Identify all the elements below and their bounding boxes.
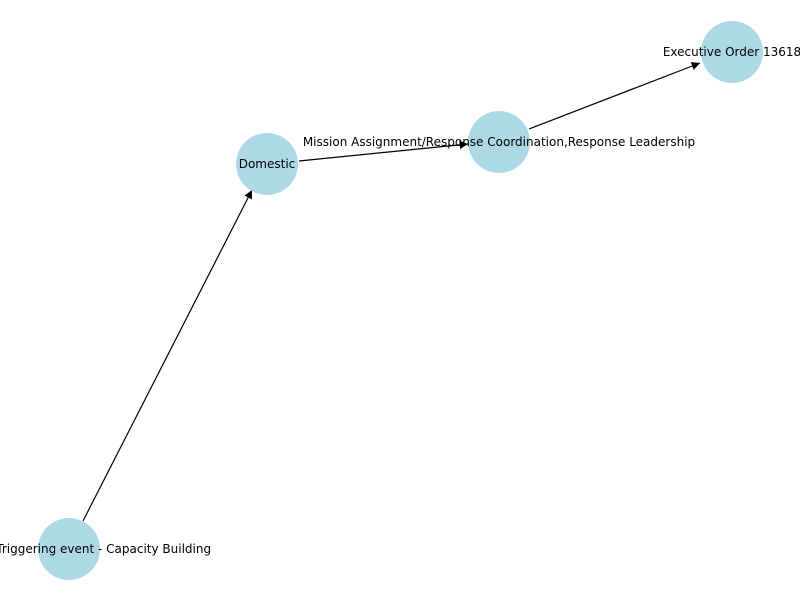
edges-layer: [82, 62, 701, 522]
node-label-executive-order: Executive Order 13618: [663, 45, 800, 59]
edge-mission-assignment-to-executive-order: [528, 62, 701, 130]
node-label-disaster-event: Disaster or Triggering event - Capacity …: [0, 542, 211, 556]
edge-disaster-to-domestic: [82, 189, 253, 522]
node-disaster-event: [38, 518, 100, 580]
nodes-layer: [38, 21, 763, 580]
edge-domestic-to-mission-assignment: [298, 140, 469, 162]
node-executive-order: [701, 21, 763, 83]
node-label-domestic: Domestic: [239, 157, 296, 171]
node-domestic: [236, 133, 298, 195]
labels-layer: Disaster or Triggering event - Capacity …: [0, 45, 800, 556]
node-mission-assignment: [468, 111, 530, 173]
node-label-mission-assignment: Mission Assignment/Response Coordination…: [303, 135, 695, 149]
